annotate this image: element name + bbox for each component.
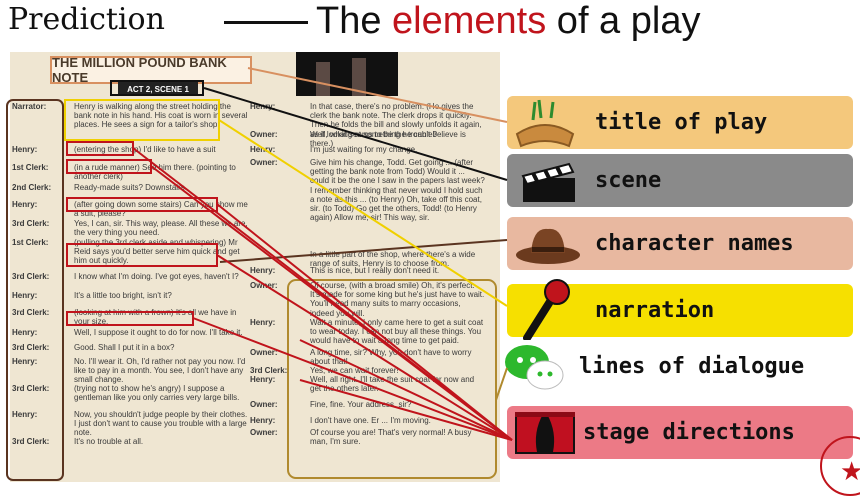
- speaker-name: Narrator:: [12, 102, 47, 111]
- speaker-name: 2nd Clerk:: [12, 183, 52, 192]
- line-text: (pulling the 3rd clerk aside and whisper…: [74, 238, 240, 266]
- line-text: I don't have one. Er ... I'm moving.: [310, 416, 431, 425]
- speaker-name: 1st Clerk:: [12, 238, 49, 247]
- title-highlight: elements: [392, 0, 547, 42]
- speaker-name: Henry:: [12, 328, 38, 337]
- speaker-name: 1st Clerk:: [12, 163, 49, 172]
- character-names-bracket: [6, 99, 64, 481]
- line-text: No. I'll wear it. Oh, I'd rather not pay…: [74, 357, 246, 385]
- prediction-label: Prediction: [8, 2, 165, 37]
- cowboy-hat-icon: [516, 228, 580, 264]
- speaker-name: 3rd Clerk:: [12, 272, 50, 281]
- speaker-name: 3rd Clerk:: [12, 384, 50, 393]
- stage-direction-connectors: [132, 147, 513, 441]
- line-text: Good. Shall I put it in a box?: [74, 343, 175, 352]
- speaker-name: Owner:: [250, 130, 278, 139]
- line-text: In that case, there's no problem. (He gi…: [310, 102, 482, 148]
- line-text: Well, I suppose it ought to do for now. …: [74, 328, 243, 337]
- legend-card-scene: scene: [507, 154, 853, 207]
- legend-card-narration: narration: [507, 279, 853, 342]
- line-text: Fine, fine. Your address, sir?: [310, 400, 412, 409]
- speaker-name: 3rd Clerk:: [250, 366, 288, 375]
- legend-label: scene: [595, 168, 662, 193]
- annotation-overlay: [6, 67, 513, 481]
- speaker-name: Henry:: [12, 410, 38, 419]
- speaker-name: Owner:: [250, 158, 278, 167]
- microphone-icon: [523, 279, 570, 342]
- chat-bubbles-icon: [505, 345, 564, 390]
- actor-figure: [316, 62, 330, 96]
- line-text: Now, you shouldn't judge people by their…: [74, 410, 248, 438]
- line-text: (trying not to show he's angry) I suppos…: [74, 384, 240, 403]
- play-title: THE MILLION POUND BANK NOTE: [50, 55, 252, 85]
- narration-box: [64, 99, 220, 141]
- line-text: Yes, I can, sir. This way, please. All t…: [74, 219, 248, 238]
- line-text: (after going down some stairs) Can you s…: [74, 200, 248, 219]
- line-text: It's a little too bright, isn't it?: [74, 291, 172, 300]
- speaker-name: 3rd Clerk:: [12, 437, 50, 446]
- speaker-name: Henry:: [250, 375, 276, 384]
- speaker-name: 3rd Clerk:: [12, 343, 50, 352]
- line-text: This is nice, but I really don't need it…: [310, 266, 440, 275]
- line-text: Well, all right. I'll take the suit coat…: [310, 375, 475, 394]
- slide-title: The elements of a play: [224, 0, 700, 43]
- line-text: Ready-made suits? Downstairs.: [74, 183, 187, 192]
- theater-curtain-icon: [515, 412, 575, 454]
- speaker-name: Henry:: [12, 291, 38, 300]
- stage-direction-box: [66, 311, 194, 326]
- legend-label: narration: [595, 298, 715, 323]
- line-text: Yes, we can wait forever!: [310, 366, 399, 375]
- act-scene-highlight-box: [110, 80, 204, 96]
- line-text: I know what I'm doing. I've got eyes, ha…: [74, 272, 239, 281]
- line-text: I'm just waiting for my change.: [310, 145, 418, 154]
- stage-direction-box: [66, 243, 218, 267]
- actor-figure: [352, 58, 366, 96]
- speaker-name: Henry:: [250, 266, 276, 275]
- speaker-name: Henry:: [250, 145, 276, 154]
- scene-photo: [296, 52, 398, 96]
- legend-card-lines-of-dialogue: lines of dialogue: [505, 340, 853, 393]
- dialogue-bracket: [287, 279, 497, 479]
- legend-card-character-names: character names: [507, 217, 853, 270]
- title-prefix: The: [316, 0, 393, 42]
- speaker-name: Owner:: [250, 428, 278, 437]
- legend-card-stage-directions: stage directions: [507, 406, 853, 459]
- legend-label: lines of dialogue: [579, 354, 805, 379]
- stage-direction-box: [66, 159, 152, 174]
- legend-label: stage directions: [583, 420, 795, 445]
- line-text: Of course, (with a broad smile) Oh, it's…: [310, 281, 485, 318]
- line-text: It's no trouble at all.: [74, 437, 144, 446]
- line-text: Well, what seems to be the trouble?: [310, 130, 438, 139]
- character-connector: [219, 239, 508, 263]
- speaker-name: 3rd Clerk:: [12, 308, 50, 317]
- title-dash: [224, 21, 308, 25]
- speaker-name: Owner:: [250, 400, 278, 409]
- clapperboard-icon: [521, 162, 575, 202]
- speaker-name: Henry:: [250, 416, 276, 425]
- line-text: (in a rude manner) See him there. (point…: [74, 163, 236, 182]
- line-text: A long time, sir? Why, you don't have to…: [310, 348, 472, 367]
- dialogue-connector: [495, 367, 508, 401]
- stage-direction-box: [66, 141, 134, 156]
- legend-label: character names: [595, 231, 794, 256]
- line-text: (entering the shop) I'd like to have a s…: [74, 145, 216, 154]
- line-text: Henry is walking along the street holdin…: [74, 102, 248, 130]
- speaker-name: 3rd Clerk:: [12, 219, 50, 228]
- speaker-name: Henry:: [12, 200, 38, 209]
- narration-connector: [218, 119, 508, 307]
- legend-label: title of play: [595, 110, 768, 135]
- speaker-name: Henry:: [12, 357, 38, 366]
- line-text: In a little part of the shop, where ther…: [310, 250, 476, 269]
- title-suffix: of a play: [546, 0, 701, 42]
- speaker-name: Henry:: [250, 318, 276, 327]
- star-icon: ★: [840, 456, 860, 486]
- speaker-name: Owner:: [250, 348, 278, 357]
- line-text: Of course you are! That's very normal! A…: [310, 428, 472, 447]
- speaker-name: Henry:: [12, 145, 38, 154]
- legend-card-title-of-play: title of play: [507, 96, 853, 149]
- act-scene-label: ACT 2, SCENE 1: [118, 82, 198, 96]
- sign-icon: [515, 99, 575, 148]
- title-connector: [247, 67, 508, 123]
- scene-connector: [203, 87, 508, 181]
